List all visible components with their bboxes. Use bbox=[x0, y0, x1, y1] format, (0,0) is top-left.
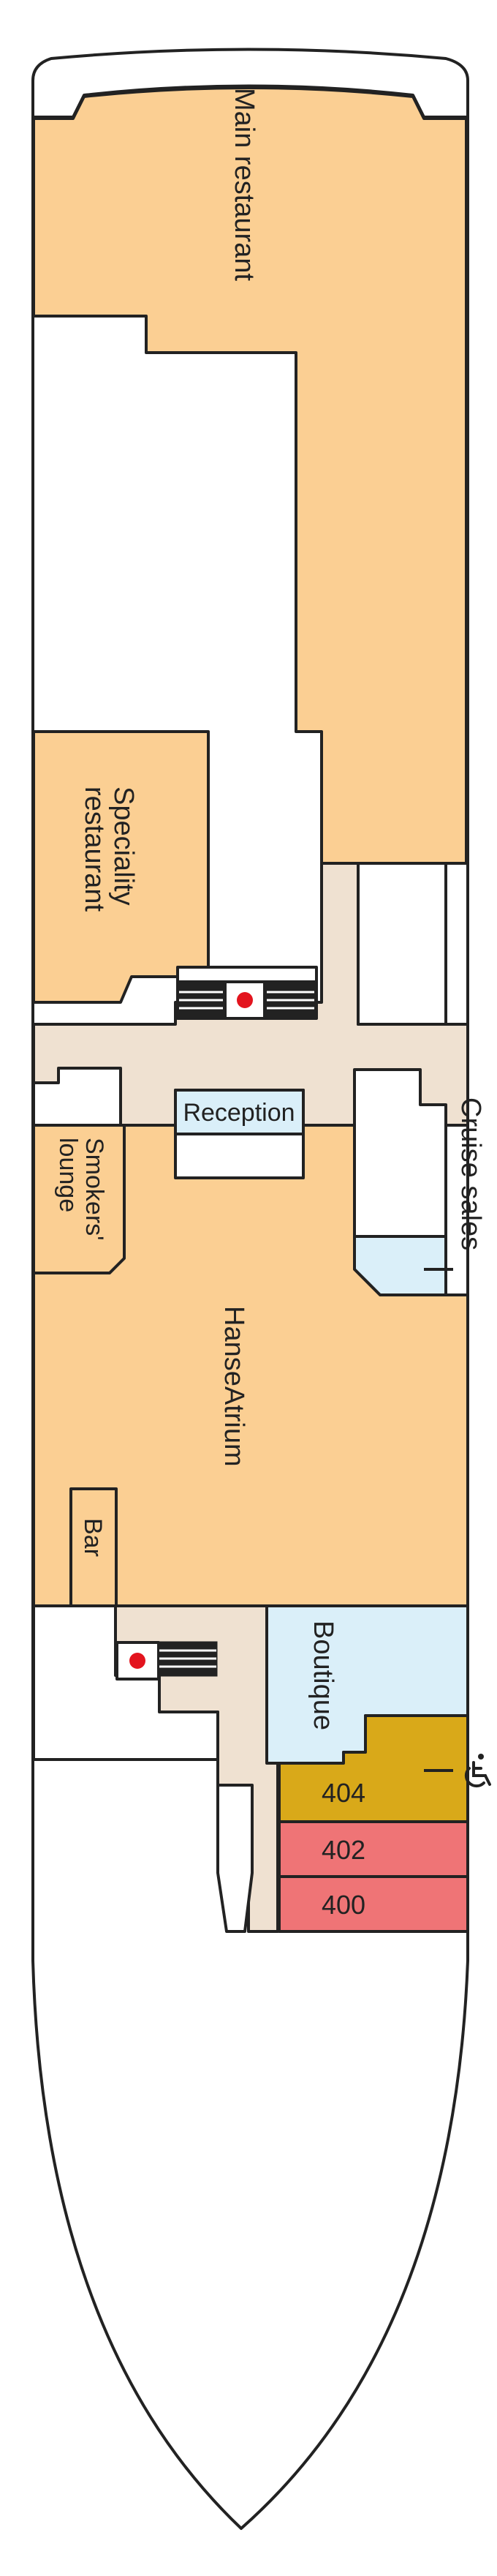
stairs-icon bbox=[178, 983, 224, 1018]
cabin-404[interactable] bbox=[278, 1714, 469, 1823]
cabin-400[interactable] bbox=[278, 1875, 469, 1933]
elevator-stairs-block bbox=[176, 966, 318, 1020]
smokers-label-line2: lounge bbox=[54, 1138, 82, 1212]
aft-room-narrow bbox=[216, 1784, 254, 1933]
reception-desk[interactable] bbox=[174, 1089, 305, 1135]
hanse-atrium-label[interactable]: HanseAtrium bbox=[219, 1306, 249, 1467]
bow-rail bbox=[31, 84, 469, 119]
smokers-label-line1: Smokers' bbox=[80, 1138, 108, 1241]
aft-room-left bbox=[32, 1604, 219, 1761]
speciality-restaurant-label[interactable]: Speciality restaurant bbox=[79, 786, 139, 913]
main-restaurant-label[interactable]: Main restaurant bbox=[229, 88, 259, 281]
boutique-label[interactable]: Boutique bbox=[308, 1621, 338, 1730]
hanse-atrium-area bbox=[32, 1124, 469, 1607]
main-restaurant-area bbox=[32, 86, 468, 865]
stairs-icon bbox=[265, 983, 316, 1018]
aft-elevator-stairs-block bbox=[115, 1641, 218, 1681]
cabin-402-label[interactable]: 402 bbox=[322, 1835, 365, 1865]
bar-counter bbox=[69, 1487, 118, 1607]
cruise-sales-label[interactable]: Cruise sales bbox=[455, 1097, 486, 1250]
elevator-icon bbox=[129, 1653, 145, 1669]
smokers-lounge-label[interactable]: Smokers' lounge bbox=[54, 1138, 108, 1247]
cabin-404-label[interactable]: 404 bbox=[322, 1778, 365, 1808]
bar-label[interactable]: Bar bbox=[79, 1518, 107, 1557]
speciality-restaurant-area bbox=[32, 730, 210, 1004]
elevator-icon bbox=[237, 992, 253, 1008]
wheelchair-accessible-icon bbox=[464, 1754, 491, 1788]
reception-label[interactable]: Reception bbox=[183, 1099, 295, 1127]
corridor-room-right bbox=[357, 862, 447, 1026]
cabin-402[interactable] bbox=[278, 1820, 469, 1878]
stairs-icon bbox=[158, 1641, 218, 1677]
speciality-label-line1: Speciality bbox=[108, 786, 139, 906]
speciality-label-line2: restaurant bbox=[79, 786, 110, 912]
cabin-400-label[interactable]: 400 bbox=[322, 1890, 365, 1920]
